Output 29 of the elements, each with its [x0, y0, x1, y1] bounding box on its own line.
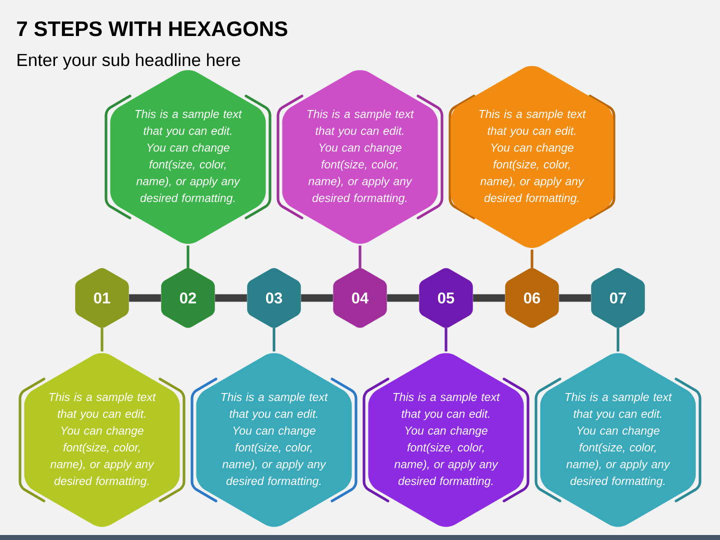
timeline-bar: [301, 294, 333, 302]
connector-line: [100, 328, 104, 352]
text-hexagon: This is a sample text that you can edit. You can change font(size, color, name), or apply any desired formatting.: [282, 70, 438, 244]
connector-line: [530, 250, 534, 268]
number-hexagon: 02: [161, 268, 215, 328]
text-hexagon: This is a sample text that you can edit. You can change font(size, color, name), or apply any desired formatting.: [110, 70, 266, 244]
text-hexagon: This is a sample text that you can edit. You can change font(size, color, name), or apply any desired formatting.: [24, 353, 180, 527]
connector-line: [186, 246, 190, 268]
timeline-bar: [473, 294, 505, 302]
connector-line: [444, 328, 448, 352]
connector-line: [616, 328, 620, 352]
subtitle: Enter your sub headline here: [18, 53, 240, 70]
connector-line: [272, 328, 276, 352]
number-hexagon: 01: [75, 268, 129, 328]
number-hexagon: 04: [333, 268, 387, 328]
number-hexagon: 07: [591, 268, 645, 328]
timeline-bar: [559, 294, 591, 302]
number-hexagon: 06: [505, 268, 559, 328]
text-hexagon: This is a sample text that you can edit. You can change font(size, color, name), or apply any desired formatting.: [196, 353, 352, 527]
number-hexagon: 05: [419, 268, 473, 328]
timeline-bar: [129, 294, 161, 302]
text-hexagon: This is a sample text that you can edit. You can change font(size, color, name), or apply any desired formatting.: [540, 353, 696, 527]
text-hexagon: This is a sample text that you can edit. You can change font(size, color, name), or apply any desired formatting.: [450, 66, 614, 248]
title: 7 STEPS WITH HEXAGONS: [17, 21, 288, 36]
text-hexagon: This is a sample text that you can edit. You can change font(size, color, name), or apply any desired formatting.: [368, 353, 524, 527]
connector-line: [358, 246, 362, 268]
timeline-bar: [387, 294, 419, 302]
number-hexagon: 03: [247, 268, 301, 328]
timeline-bar: [215, 294, 247, 302]
